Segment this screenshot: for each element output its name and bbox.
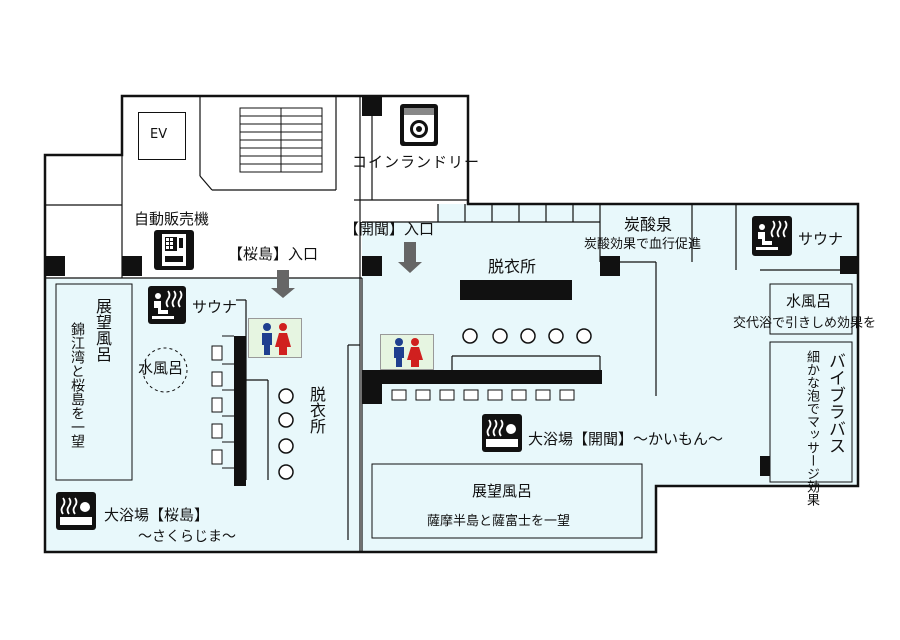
kaimon-observation-title: 展望風呂: [472, 482, 533, 500]
sauna-icon: [752, 216, 792, 256]
sakurajima-main-bath-sub: ～さくらじま～: [138, 529, 236, 545]
entrance-kaimon[interactable]: 【開聞】入口: [344, 220, 435, 238]
elevator-label: EV: [150, 127, 168, 142]
kaimon-sauna-label: サウナ: [798, 230, 844, 248]
sakurajima-main-bath: 大浴場【桜島】: [104, 506, 210, 524]
vibra-bath-desc: 細かな泡でマッサージ効果: [804, 350, 819, 506]
sakurajima-changing-room: 脱衣所: [307, 386, 326, 434]
vending-machine-icon: [154, 230, 194, 270]
sauna-icon: [148, 286, 186, 324]
carbonated-spring-title: 炭酸泉: [624, 215, 673, 234]
toilet-icon: [262, 323, 291, 355]
kaimon-changing-room: 脱衣所: [488, 257, 537, 276]
kaimon-observation-desc: 薩摩半島と薩富士を一望: [427, 514, 571, 529]
sakurajima-cold-bath: 水風呂: [138, 359, 184, 377]
sakurajima-sauna-label: サウナ: [192, 298, 238, 316]
entrance-sakurajima[interactable]: 【桜島】入口: [228, 245, 319, 263]
washing-machine-icon: [400, 104, 438, 146]
kaimon-cold-bath: 水風呂: [786, 292, 832, 310]
bath-icon: [56, 492, 96, 530]
elevator[interactable]: EV: [138, 112, 186, 160]
toilet-sakurajima[interactable]: [248, 318, 302, 358]
toilet-icon: [394, 338, 423, 367]
kaimon-cold-bath-desc: 交代浴で引きしめ効果を: [733, 316, 877, 331]
arrow-down-icon: [271, 242, 422, 298]
kaimon-main-bath: 大浴場【開聞】～かいもん～: [528, 430, 724, 448]
sakurajima-observation-desc: 錦江湾と桜島を一望: [69, 322, 85, 448]
laundry-label: コインランドリー: [352, 153, 481, 171]
vending-label: 自動販売機: [134, 210, 210, 228]
toilet-kaimon[interactable]: [380, 334, 434, 370]
vibra-bath-title: バイブラバス: [825, 352, 845, 454]
sakurajima-observation-title: 展望風呂: [93, 298, 112, 362]
carbonated-spring-desc: 炭酸効果で血行促進: [584, 237, 702, 252]
bath-icon: [482, 414, 522, 452]
